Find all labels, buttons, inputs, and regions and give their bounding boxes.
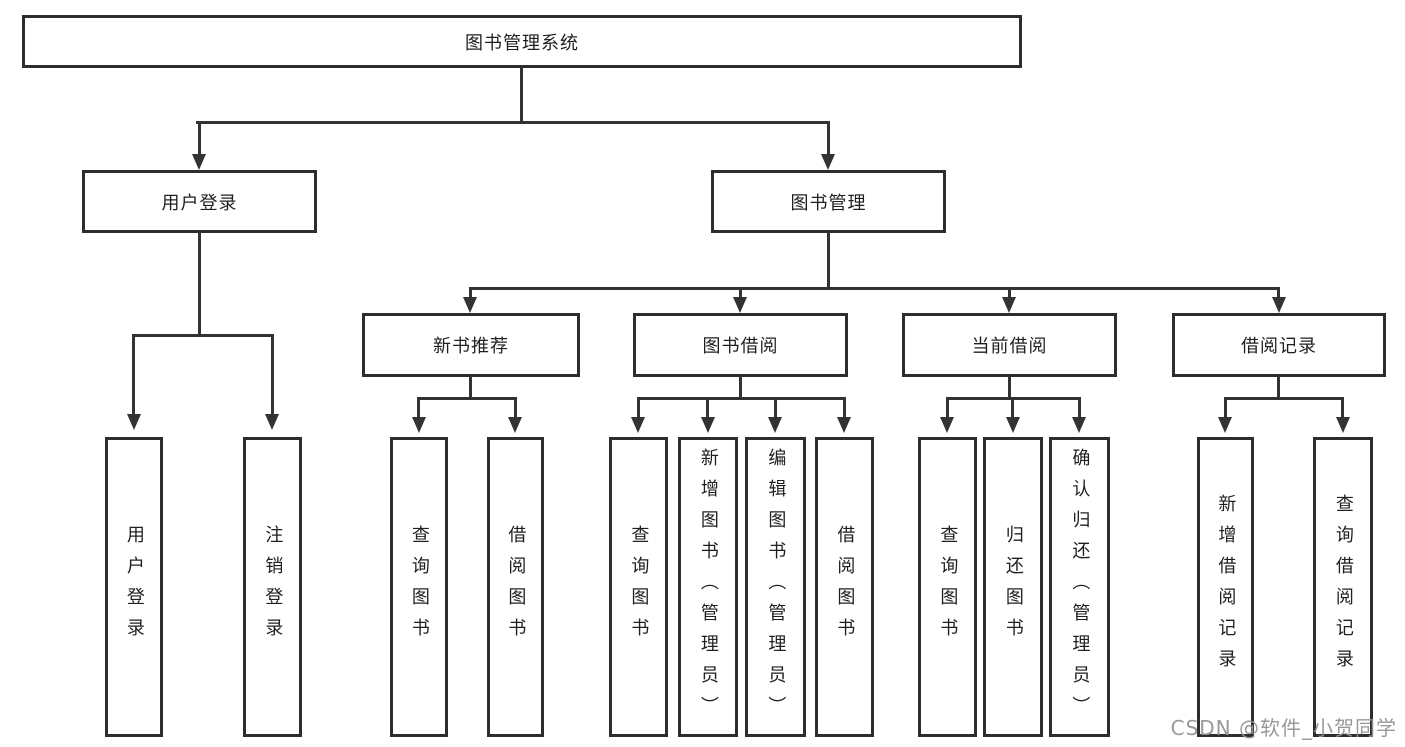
leaf-user-login: 用户登录 bbox=[105, 437, 163, 737]
arrowhead-user-login bbox=[192, 154, 206, 170]
node-book-management-label: 图书管理 bbox=[790, 192, 867, 214]
connector-to-leaf-user-login bbox=[132, 334, 135, 416]
arrowhead-current-borrow bbox=[1002, 297, 1016, 313]
leaf-borrow-query: 查询图书 bbox=[609, 437, 668, 737]
arrowhead-newbook-query bbox=[412, 417, 426, 433]
connector-to-newbook-query bbox=[417, 397, 420, 419]
leaf-newbook-query: 查询图书 bbox=[390, 437, 448, 737]
leaf-current-return: 归还图书 bbox=[983, 437, 1043, 737]
connector-bookborrow-rail bbox=[637, 397, 846, 400]
arrowhead-bb-borrow bbox=[837, 417, 851, 433]
connector-user-login-rail bbox=[132, 334, 274, 337]
connector-to-cb-return bbox=[1011, 397, 1014, 419]
leaf-logout: 注销登录 bbox=[243, 437, 302, 737]
connector-records-stem bbox=[1277, 376, 1280, 400]
leaf-records-add-label: 新增借阅记录 bbox=[1215, 494, 1237, 680]
leaf-current-query: 查询图书 bbox=[918, 437, 977, 737]
connector-to-book-management bbox=[827, 121, 830, 154]
leaf-borrow-query-label: 查询图书 bbox=[628, 525, 650, 649]
connector-newbook-rail bbox=[417, 397, 517, 400]
arrowhead-bb-query bbox=[631, 417, 645, 433]
leaf-records-query-label: 查询借阅记录 bbox=[1332, 494, 1354, 680]
connector-to-leaf-logout bbox=[271, 334, 274, 416]
arrowhead-book-management bbox=[821, 154, 835, 170]
arrowhead-bb-add bbox=[701, 417, 715, 433]
node-user-login-label: 用户登录 bbox=[161, 192, 238, 214]
arrowhead-cb-return bbox=[1006, 417, 1020, 433]
arrowhead-cb-query bbox=[940, 417, 954, 433]
leaf-newbook-borrow-label: 借阅图书 bbox=[505, 525, 527, 649]
connector-bookborrow-stem bbox=[739, 376, 742, 400]
connector-to-bb-query bbox=[637, 397, 640, 419]
node-current-borrow: 当前借阅 bbox=[902, 313, 1117, 377]
connector-records-rail bbox=[1224, 397, 1344, 400]
arrowhead-leaf-logout bbox=[265, 414, 279, 430]
connector-user-login-stem bbox=[198, 232, 201, 335]
connector-to-current-borrow bbox=[1008, 287, 1011, 299]
node-new-book-recommend-label: 新书推荐 bbox=[433, 336, 509, 357]
connector-book-management-stem bbox=[827, 232, 830, 289]
node-current-borrow-label: 当前借阅 bbox=[971, 336, 1048, 357]
leaf-records-query: 查询借阅记录 bbox=[1313, 437, 1373, 737]
arrowhead-rec-query bbox=[1336, 417, 1350, 433]
leaf-logout-label: 注销登录 bbox=[262, 525, 284, 649]
leaf-borrow-edit-admin-label: 编辑图书（管理员） bbox=[765, 447, 787, 727]
connector-level3-rail bbox=[469, 287, 1280, 290]
connector-to-cb-query bbox=[946, 397, 949, 419]
leaf-borrow-edit-admin: 编辑图书（管理员） bbox=[745, 437, 806, 737]
arrowhead-borrow-records bbox=[1272, 297, 1286, 313]
node-new-book-recommend: 新书推荐 bbox=[362, 313, 580, 377]
arrowhead-rec-add bbox=[1218, 417, 1232, 433]
arrowhead-cb-confirm bbox=[1072, 417, 1086, 433]
leaf-borrow-add-admin: 新增图书（管理员） bbox=[678, 437, 738, 737]
leaf-records-add: 新增借阅记录 bbox=[1197, 437, 1254, 737]
node-book-management: 图书管理 bbox=[711, 170, 946, 233]
leaf-newbook-borrow: 借阅图书 bbox=[487, 437, 544, 737]
connector-to-cb-confirm bbox=[1078, 397, 1081, 419]
connector-newbook-stem bbox=[469, 376, 472, 400]
connector-currentborrow-stem bbox=[1008, 376, 1011, 400]
connector-to-bb-borrow bbox=[843, 397, 846, 419]
connector-level2-rail bbox=[196, 121, 830, 124]
connector-to-new-book bbox=[469, 287, 472, 299]
node-user-login: 用户登录 bbox=[82, 170, 317, 233]
arrowhead-leaf-user-login bbox=[127, 414, 141, 430]
leaf-borrow-borrow-label: 借阅图书 bbox=[834, 525, 856, 649]
leaf-current-query-label: 查询图书 bbox=[937, 525, 959, 649]
connector-to-newbook-borrow bbox=[514, 397, 517, 419]
leaf-borrow-add-admin-label: 新增图书（管理员） bbox=[697, 447, 719, 727]
node-root-label: 图书管理系统 bbox=[465, 32, 579, 54]
leaf-borrow-borrow: 借阅图书 bbox=[815, 437, 874, 737]
leaf-current-return-label: 归还图书 bbox=[1002, 525, 1024, 649]
node-borrow-records: 借阅记录 bbox=[1172, 313, 1386, 377]
node-book-borrow: 图书借阅 bbox=[633, 313, 848, 377]
connector-to-book-borrow bbox=[739, 287, 742, 299]
leaf-newbook-query-label: 查询图书 bbox=[408, 525, 430, 649]
arrowhead-book-borrow bbox=[733, 297, 747, 313]
connector-to-bb-add bbox=[706, 397, 709, 419]
connector-to-bb-edit bbox=[774, 397, 777, 419]
csdn-watermark: CSDN @软件_小贺同学 bbox=[1170, 716, 1397, 740]
leaf-current-confirm-admin-label: 确认归还（管理员） bbox=[1069, 447, 1091, 727]
arrowhead-bb-edit bbox=[768, 417, 782, 433]
node-root-system: 图书管理系统 bbox=[22, 15, 1022, 68]
connector-to-rec-add bbox=[1224, 397, 1227, 419]
arrowhead-new-book bbox=[463, 297, 477, 313]
node-borrow-records-label: 借阅记录 bbox=[1241, 336, 1317, 357]
node-book-borrow-label: 图书借阅 bbox=[702, 336, 779, 357]
connector-root-stem bbox=[520, 67, 523, 121]
connector-to-rec-query bbox=[1341, 397, 1344, 419]
arrowhead-newbook-borrow bbox=[508, 417, 522, 433]
leaf-user-login-label: 用户登录 bbox=[123, 525, 145, 649]
leaf-current-confirm-admin: 确认归还（管理员） bbox=[1049, 437, 1110, 737]
connector-to-borrow-records bbox=[1277, 287, 1280, 299]
connector-to-user-login bbox=[198, 121, 201, 154]
